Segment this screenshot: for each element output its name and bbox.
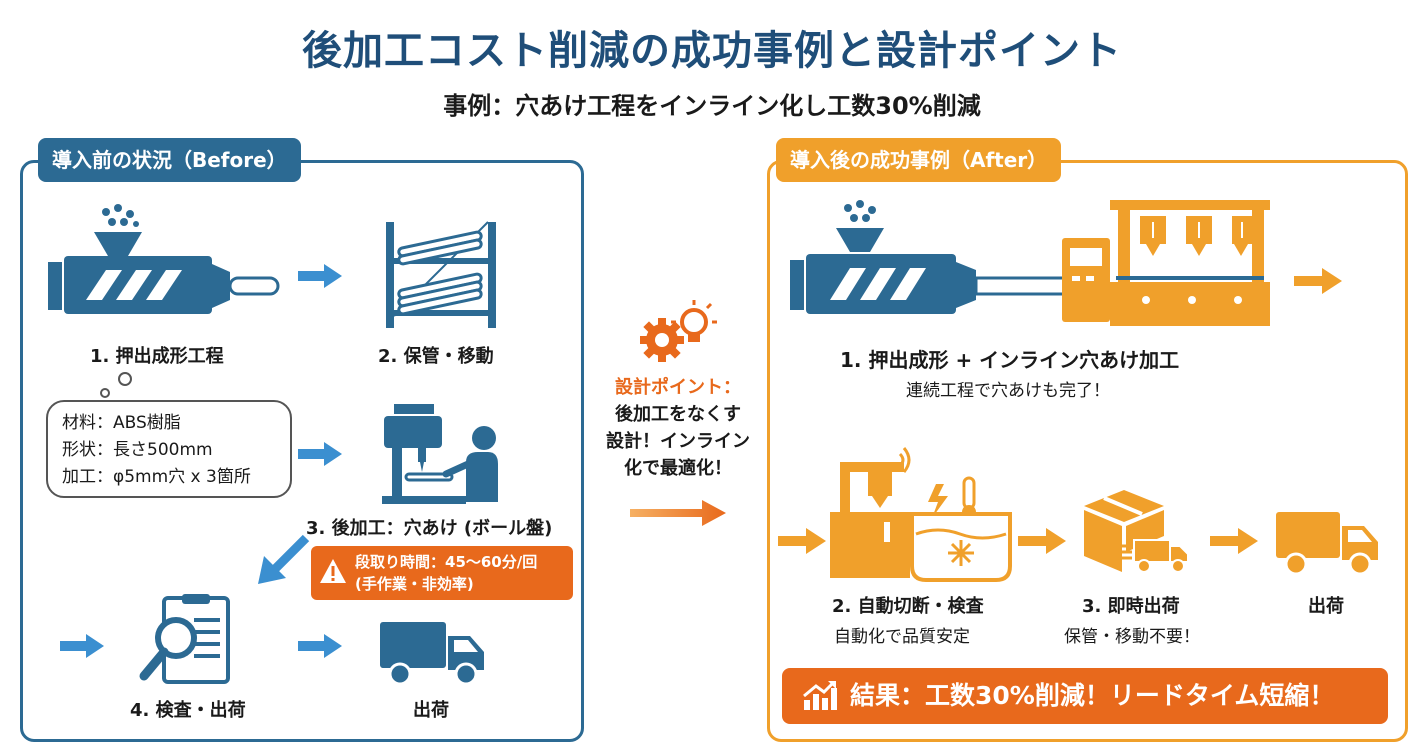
warning-line1: 段取り時間：45〜60分/回: [355, 553, 538, 571]
before-step2-label: 2. 保管・移動: [378, 346, 494, 367]
arrow-down-left-icon: [258, 534, 310, 584]
arrow-right-icon: [1018, 528, 1066, 554]
arrow-right-icon: [630, 500, 726, 526]
arrow-right-icon: [298, 442, 342, 466]
truck-icon: [1276, 512, 1378, 576]
warning-box: 段取り時間：45〜60分/回 (手作業・非効率): [311, 546, 573, 600]
gear-lightbulb-icon: [640, 300, 717, 362]
before-panel: [20, 160, 584, 742]
spec-process: 加工：φ5mm穴 x 3箇所: [62, 467, 251, 487]
inspection-clipboard-icon: [139, 594, 230, 684]
storage-rack-icon: [386, 221, 496, 328]
truck-icon: [380, 622, 484, 686]
arrow-right-icon: [298, 634, 342, 658]
warning-line2: (手作業・非効率): [355, 575, 474, 593]
after-step2-sub: 自動化で品質安定: [834, 627, 970, 647]
arrow-right-icon: [1210, 528, 1258, 554]
bubble-dot: [118, 372, 132, 386]
before-step5-label: 出荷: [413, 700, 449, 721]
extruder-inline-drill-icon: [790, 200, 1270, 326]
before-tab: 導入前の状況（Before）: [38, 138, 301, 182]
spec-material: 材料：ABS樹脂: [62, 413, 181, 433]
design-point-line: 設計！インライン: [606, 431, 750, 452]
result-text: 結果：工数30%削減！リードタイム短縮！: [850, 681, 1335, 710]
design-point-line: 後加工をなくす: [615, 404, 741, 425]
spec-bubble: 材料：ABS樹脂 形状：長さ500mm 加工：φ5mm穴 x 3箇所: [46, 400, 292, 498]
after-step1-sub: 連続工程で穴あけも完了！: [906, 381, 1110, 401]
design-point: 設計ポイント： 後加工をなくす 設計！インライン 化で最適化！: [596, 374, 760, 482]
before-step3-label: 3. 後加工：穴あけ (ボール盤): [306, 518, 553, 539]
after-step3-sub: 保管・移動不要！: [1064, 627, 1200, 647]
arrow-right-icon: [1294, 268, 1342, 294]
after-tab: 導入後の成功事例（After）: [776, 138, 1062, 182]
design-point-line: 化で最適化！: [624, 458, 732, 479]
after-step1-label: 1. 押出成形 + インライン穴あけ加工: [840, 348, 1180, 372]
arrow-right-icon: [60, 634, 104, 658]
after-panel: [767, 160, 1408, 742]
before-step4-label: 4. 検査・出荷: [130, 700, 246, 721]
result-banner: 結果：工数30%削減！リードタイム短縮！: [782, 668, 1388, 724]
arrow-right-icon: [778, 528, 826, 554]
arrow-right-icon: [298, 264, 342, 288]
after-step4-label: 出荷: [1308, 596, 1344, 617]
before-step1-label: 1. 押出成形工程: [90, 346, 224, 367]
drill-press-worker-icon: [382, 404, 498, 504]
page-title: 後加工コスト削減の成功事例と設計ポイント: [302, 28, 1122, 74]
warning-icon: [320, 559, 346, 583]
after-step3-label: 3. 即時出荷: [1082, 596, 1180, 617]
box-delivery-icon: [1084, 490, 1189, 573]
after-step2-label: 2. 自動切断・検査: [832, 596, 984, 617]
bubble-dot: [100, 388, 110, 398]
extruder-icon: [48, 204, 280, 314]
design-point-heading: 設計ポイント：: [615, 377, 741, 398]
spec-shape: 形状：長さ500mm: [62, 440, 213, 460]
page-subtitle: 事例：穴あけ工程をインライン化し工数30%削減: [443, 92, 981, 120]
auto-cut-inspect-icon: [830, 447, 1012, 582]
growth-chart-icon: [803, 680, 837, 710]
